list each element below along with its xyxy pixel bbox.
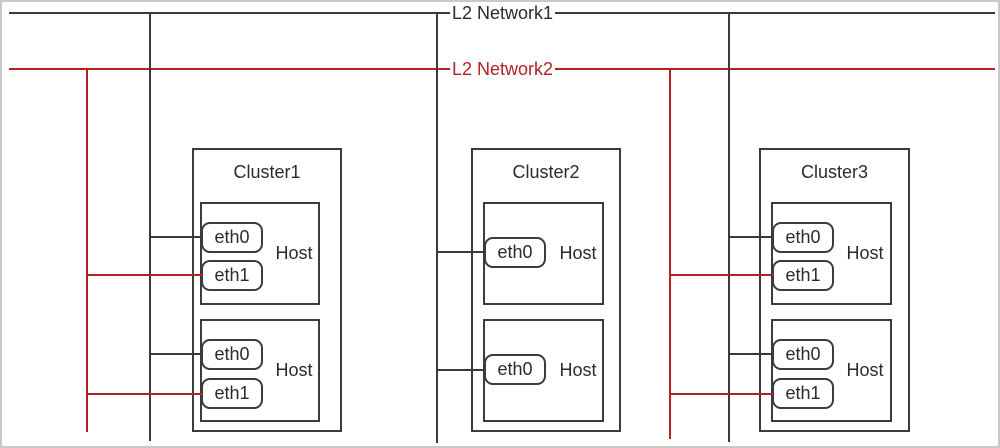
network1-trunk-cluster3: [728, 12, 730, 442]
connector-c3h1-eth0: [728, 236, 774, 238]
network2-trunk-cluster3: [669, 68, 671, 439]
cluster1-host1-eth1: eth1: [201, 260, 263, 291]
cluster2-host1-label: Host: [559, 243, 597, 263]
cluster1-title: Cluster1: [233, 162, 301, 182]
connector-c1h2-eth0: [149, 353, 203, 355]
cluster1-host2-eth0: eth0: [201, 339, 263, 370]
network1-trunk-cluster2: [436, 12, 438, 443]
cluster1-host1-eth0: eth0: [201, 222, 263, 253]
cluster2-host2-eth0: eth0: [484, 354, 546, 385]
cluster3-host1-label: Host: [846, 243, 884, 263]
connector-c2h1-eth0: [436, 251, 486, 253]
cluster1-host2-label: Host: [275, 360, 313, 380]
connector-c1h1-eth0: [149, 236, 203, 238]
l2-network2-label: L2 Network2: [450, 59, 556, 79]
connector-c2h2-eth0: [436, 369, 486, 371]
cluster3-host2-eth0: eth0: [772, 339, 834, 370]
cluster2-host2-label: Host: [559, 360, 597, 380]
cluster3-host2-eth1: eth1: [772, 378, 834, 409]
cluster3-host2-label: Host: [846, 360, 884, 380]
l2-network1-label: L2 Network1: [450, 3, 556, 23]
cluster3-host1-eth1: eth1: [772, 260, 834, 291]
connector-c1h1-eth1: [86, 274, 203, 276]
network2-trunk-cluster1: [86, 68, 88, 432]
cluster3-title: Cluster3: [800, 162, 869, 182]
cluster2-host1-eth0: eth0: [484, 237, 546, 268]
cluster3-host1-eth0: eth0: [772, 222, 834, 253]
connector-c3h2-eth1: [669, 393, 774, 395]
cluster1-host1-label: Host: [275, 243, 313, 263]
connector-c3h1-eth1: [669, 274, 774, 276]
connector-c1h2-eth1: [86, 393, 203, 395]
network1-trunk-cluster1: [149, 12, 151, 441]
connector-c3h2-eth0: [728, 353, 774, 355]
cluster1-host2-eth1: eth1: [201, 378, 263, 409]
cluster2-title: Cluster2: [512, 162, 580, 182]
